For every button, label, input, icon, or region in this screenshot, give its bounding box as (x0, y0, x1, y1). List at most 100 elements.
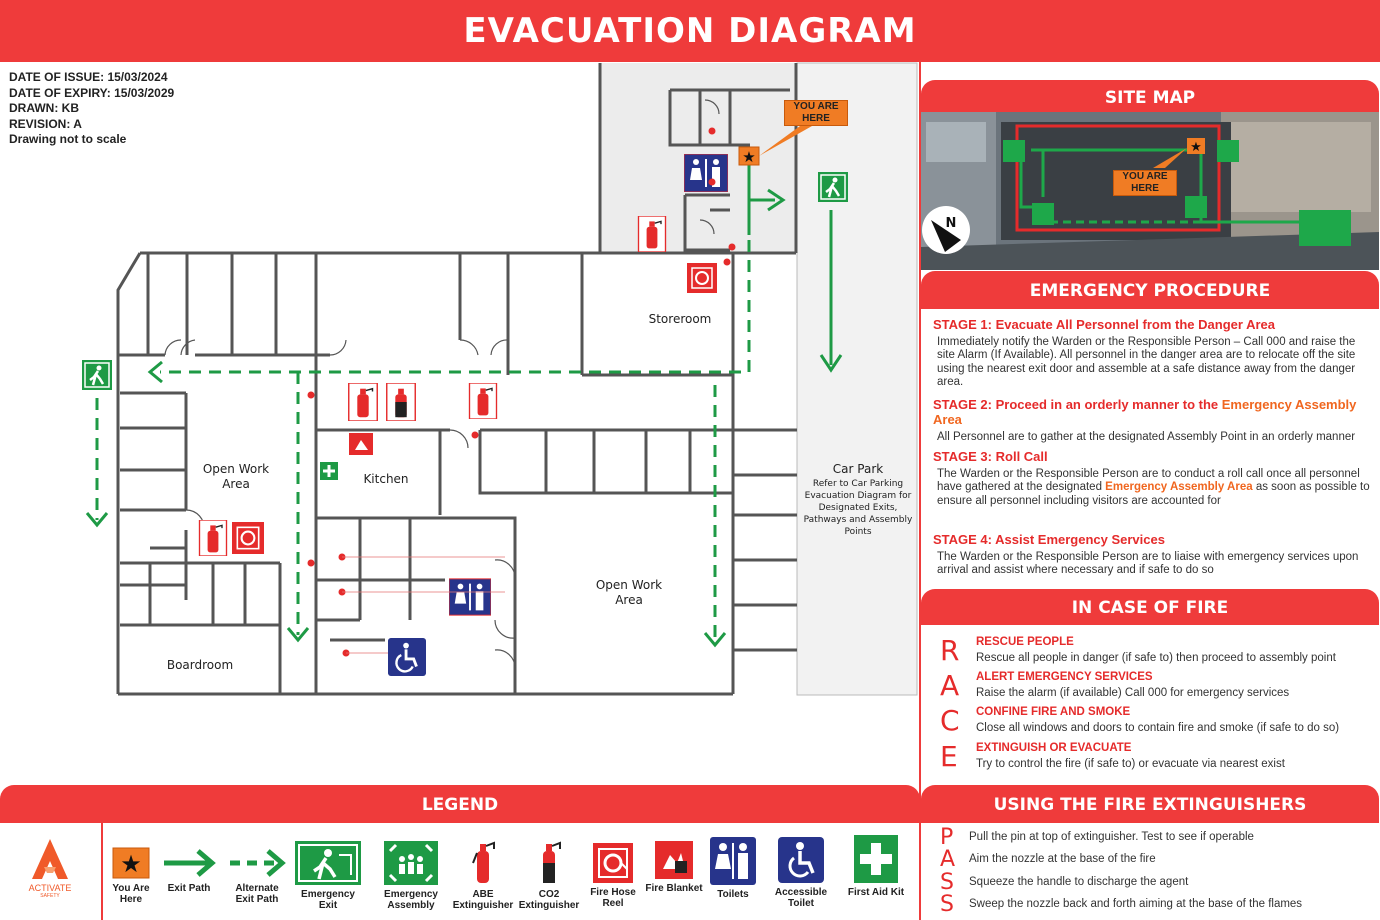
assembly-icon (384, 841, 438, 885)
brand-logo-mark (32, 839, 68, 879)
exit-sign-icon (82, 360, 112, 390)
first-aid-icon (854, 835, 898, 883)
legend-item: Toilets (708, 837, 758, 900)
floor-plan-drawing: ★ (82, 62, 918, 696)
panel-divider (919, 62, 921, 920)
race-letter: C (940, 704, 960, 737)
stage-2-label: STAGE 2: (933, 397, 992, 412)
pass-text: Pull the pin at top of extinguisher. Tes… (969, 831, 1254, 843)
legend: ACTIVATE SAFETY ★ You Are Here Exit Path… (0, 823, 920, 920)
pass-letter: S (940, 870, 954, 895)
issue-date: DATE OF ISSUE: 15/03/2024 (9, 70, 168, 84)
stage-4-heading: Assist Emergency Services (995, 532, 1165, 547)
procedure-header: EMERGENCY PROCEDURE (921, 271, 1379, 309)
svg-text:★: ★ (120, 850, 142, 878)
stage-3-heading: Roll Call (995, 449, 1048, 464)
site-map-header: SITE MAP (921, 80, 1379, 112)
hose-reel-icon (593, 843, 633, 883)
legend-label: First Aid Kit (847, 887, 905, 898)
drawn-by: DRAWN: KB (9, 101, 79, 116)
legend-header: LEGEND (0, 785, 920, 823)
site-you-are-here: YOU ARE HERE (1113, 170, 1177, 196)
stage-3-text-b: as soon as possible to ensure all person… (937, 481, 1370, 507)
car-park-title: Car Park (832, 462, 884, 476)
page-title: EVACUATION DIAGRAM (0, 0, 1380, 62)
stage-1-heading: Evacuate All Personnel from the Danger A… (995, 317, 1275, 332)
room-kitchen: Kitchen (363, 472, 409, 486)
race-letter: E (940, 740, 958, 773)
pass-letter: S (940, 892, 954, 917)
stage-4: STAGE 4: Assist Emergency Services The W… (933, 532, 1373, 578)
legend-label: Alternate Exit Path (235, 883, 279, 905)
room-boardroom: Boardroom (166, 658, 234, 672)
toilets-icon (710, 837, 756, 885)
legend-item: Emergency Exit (294, 841, 362, 911)
car-park-desc: Refer to Car Parking Evacuation Diagram … (803, 479, 913, 537)
race-text: Try to control the fire (if safe to) or … (976, 758, 1285, 770)
race-text: Close all windows and doors to contain f… (976, 722, 1340, 734)
expiry-date: DATE OF EXPIRY: 15/03/2029 (9, 85, 175, 100)
legend-label: Fire Hose Reel (590, 887, 636, 909)
stage-2-text: All Personnel are to gather at the desig… (937, 431, 1356, 443)
pass-item: S Sweep the nozzle back and forth aiming… (940, 892, 1380, 920)
stage-2-highlight: Emergency Assembly Area (933, 397, 1357, 427)
pass-letter: P (940, 825, 954, 850)
extinguishers-header: USING THE FIRE EXTINGUISHERS (921, 785, 1379, 823)
arrow-icon (164, 849, 216, 877)
fire-header: IN CASE OF FIRE (921, 589, 1379, 625)
brand-sub: SAFETY (40, 893, 60, 899)
extinguisher-icon (472, 841, 495, 883)
legend-label: Toilets (717, 889, 749, 900)
legend-item: First Aid Kit (844, 835, 908, 898)
legend-label: Accessible Toilet (774, 887, 828, 909)
svg-text:★: ★ (1190, 140, 1202, 155)
race-heading: CONFINE FIRE AND SMOKE (976, 706, 1131, 718)
pass-text: Sweep the nozzle back and forth aiming a… (969, 898, 1303, 910)
floor-plan: ★ Storeroom Open Work Area Kitchen Open … (0, 62, 920, 722)
legend-item: Accessible Toilet (770, 837, 832, 909)
legend-label: ABE Extinguisher (452, 889, 514, 911)
stage-1: STAGE 1: Evacuate All Personnel from the… (933, 317, 1373, 389)
race-text: Raise the alarm (if available) Call 000 … (976, 687, 1290, 699)
stage-3-highlight: Emergency Assembly Area (1105, 481, 1253, 494)
you-are-here-callout: YOU ARE HERE (784, 100, 848, 126)
legend-item: Exit Path (160, 847, 218, 894)
pass-letter: A (940, 847, 956, 872)
race-letter: R (940, 634, 960, 667)
legend-item: CO2 Extinguisher (517, 839, 581, 911)
race-letter: A (940, 669, 960, 702)
document-meta: DATE OF ISSUE: 15/03/2024 DATE OF EXPIRY… (9, 70, 174, 148)
pass-text: Squeeze the handle to discharge the agen… (969, 876, 1189, 888)
race-heading: ALERT EMERGENCY SERVICES (976, 671, 1153, 683)
fire-blanket-icon (655, 841, 693, 879)
legend-item: Emergency Assembly (380, 841, 442, 911)
legend-item: Fire Hose Reel (586, 843, 640, 909)
legend-divider (101, 823, 103, 920)
stage-3: STAGE 3: Roll Call The Warden or the Res… (933, 449, 1373, 508)
stage-1-text: Immediately notify the Warden or the Res… (937, 336, 1356, 388)
svg-text:★: ★ (742, 148, 755, 166)
stage-3-text-a: The Warden or the Responsible Person are… (937, 468, 1360, 494)
legend-item: Fire Blanket (642, 841, 706, 894)
car-park-note: Car Park Refer to Car Parking Evacuation… (798, 462, 918, 538)
legend-label: Fire Blanket (645, 883, 703, 894)
room-open-work-right: Open Work Area (595, 578, 663, 607)
stage-1-label: STAGE 1: (933, 317, 992, 332)
legend-item: Alternate Exit Path (226, 847, 288, 905)
stage-2-heading: Proceed in an orderly manner to the (995, 397, 1219, 412)
legend-label: You Are Here (112, 883, 150, 905)
pass-item: A Aim the nozzle at the base of the fire (940, 847, 1380, 875)
race-text: Rescue all people in danger (if safe to)… (976, 652, 1336, 664)
legend-item: ★ You Are Here (104, 847, 158, 905)
legend-label: Exit Path (167, 883, 211, 894)
race-heading: EXTINGUISH OR EVACUATE (976, 742, 1132, 754)
legend-label: CO2 Extinguisher (518, 889, 580, 911)
legend-label: Emergency Assembly (384, 889, 438, 911)
dashed-arrow-icon (230, 849, 286, 877)
stage-2: STAGE 2: Proceed in an orderly manner to… (933, 397, 1373, 444)
room-storeroom: Storeroom (648, 312, 712, 326)
site-map: ★ N YOU ARE HERE (921, 112, 1379, 270)
star-icon: ★ (112, 847, 150, 879)
pass-text: Aim the nozzle at the base of the fire (969, 853, 1156, 865)
legend-item: ABE Extinguisher (450, 839, 516, 911)
